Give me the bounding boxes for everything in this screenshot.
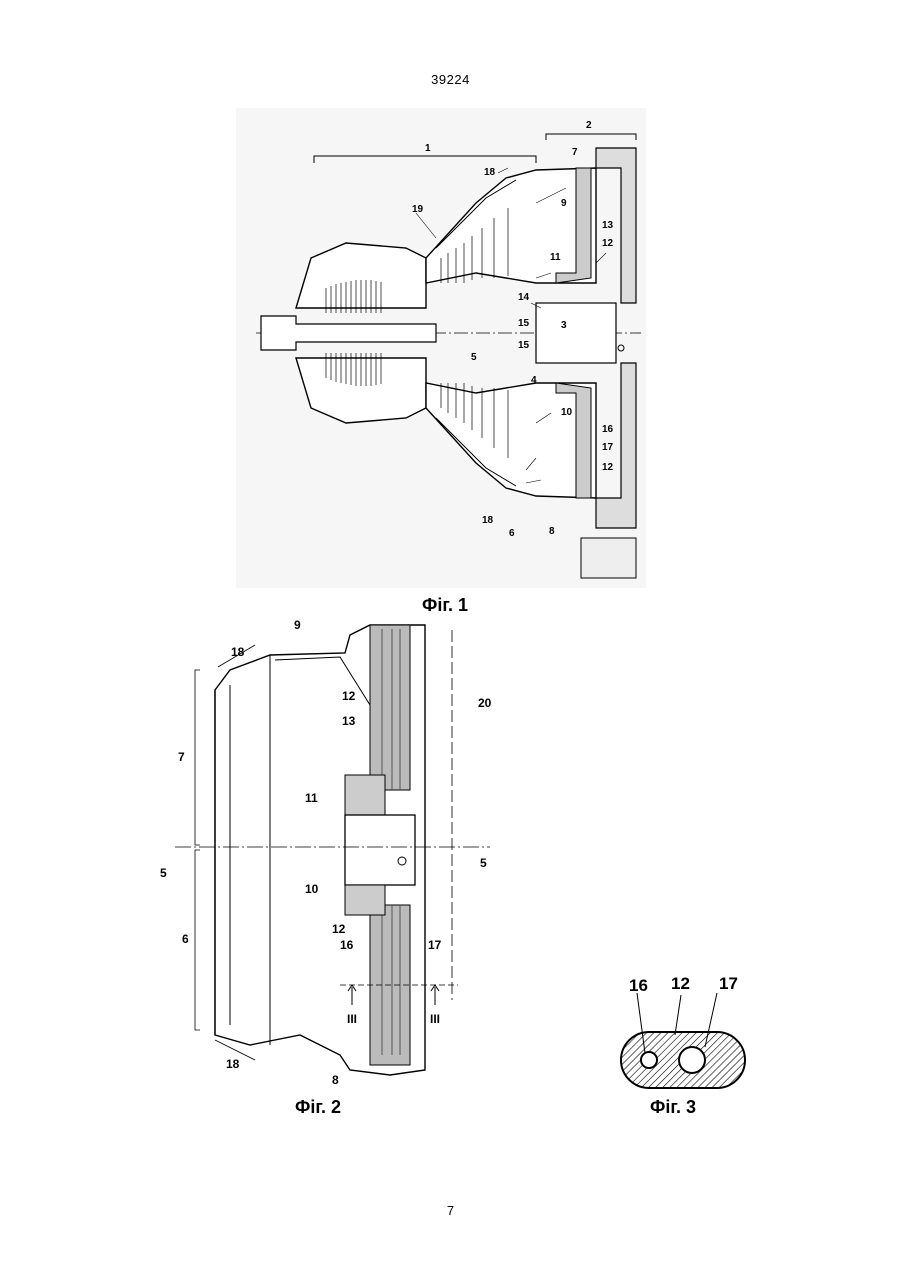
fig2-label-5a: 5 (160, 866, 167, 880)
figure-1-caption: Фіг. 1 (422, 595, 468, 616)
fig2-label-12b: 12 (332, 922, 346, 936)
fig2-label-11: 11 (305, 791, 318, 805)
fig1-label-3: 3 (561, 320, 567, 331)
fig2-label-17: 17 (428, 938, 442, 952)
fig2-label-8: 8 (332, 1073, 339, 1087)
fig2-label-IIIb: III (430, 1012, 440, 1026)
figure-3-caption: Фіг. 3 (650, 1097, 696, 1118)
fig1-label-1: 1 (425, 143, 431, 154)
fig2-label-18a: 18 (231, 645, 245, 659)
fig1-label-16: 16 (602, 424, 614, 435)
fig1-label-12b: 12 (602, 462, 614, 473)
fig2-label-20: 20 (478, 696, 492, 710)
figure-1-drawing: 1 2 7 18 9 19 13 12 11 14 15 3 15 5 4 10… (236, 108, 646, 588)
fig2-label-16: 16 (340, 938, 354, 952)
fig2-label-12a: 12 (342, 689, 356, 703)
fig1-label-15a: 15 (518, 318, 530, 329)
figure-2-drawing: 18 9 12 13 20 7 11 5 5 10 12 16 17 6 III… (160, 615, 505, 1095)
fig3-label-12: 12 (671, 974, 690, 993)
fig1-label-7: 7 (572, 147, 578, 158)
fig1-label-5: 5 (471, 352, 477, 363)
fig1-label-8: 8 (549, 526, 555, 537)
fig2-label-13: 13 (342, 714, 356, 728)
fig1-label-13: 13 (602, 220, 614, 231)
fig2-label-18b: 18 (226, 1057, 240, 1071)
fig1-label-6: 6 (509, 528, 515, 539)
fig1-label-18a: 18 (484, 167, 496, 178)
fig1-label-15b: 15 (518, 340, 530, 351)
fig3-label-17: 17 (719, 974, 738, 993)
fig1-label-2: 2 (586, 120, 592, 131)
fig3-label-16: 16 (629, 976, 648, 995)
fig2-label-7: 7 (178, 750, 185, 764)
figure-2-caption: Фіг. 2 (295, 1097, 341, 1118)
document-number: 39224 (0, 72, 901, 87)
fig1-label-18b: 18 (482, 515, 494, 526)
figure-3-drawing: 16 12 17 (615, 965, 755, 1090)
fig1-label-19: 19 (412, 204, 424, 215)
fig1-label-10: 10 (561, 407, 573, 418)
fig1-label-17: 17 (602, 442, 614, 453)
fig2-label-5b: 5 (480, 856, 487, 870)
fig1-label-11: 11 (550, 252, 561, 263)
fig1-label-9: 9 (561, 198, 567, 209)
fig2-label-9: 9 (294, 618, 301, 632)
fig1-label-12a: 12 (602, 238, 614, 249)
fig1-label-14: 14 (518, 292, 530, 303)
fig2-label-10: 10 (305, 882, 319, 896)
fig2-label-6: 6 (182, 932, 189, 946)
page-number: 7 (0, 1203, 901, 1218)
fig2-label-IIIa: III (347, 1012, 357, 1026)
fig1-label-4: 4 (531, 375, 537, 386)
